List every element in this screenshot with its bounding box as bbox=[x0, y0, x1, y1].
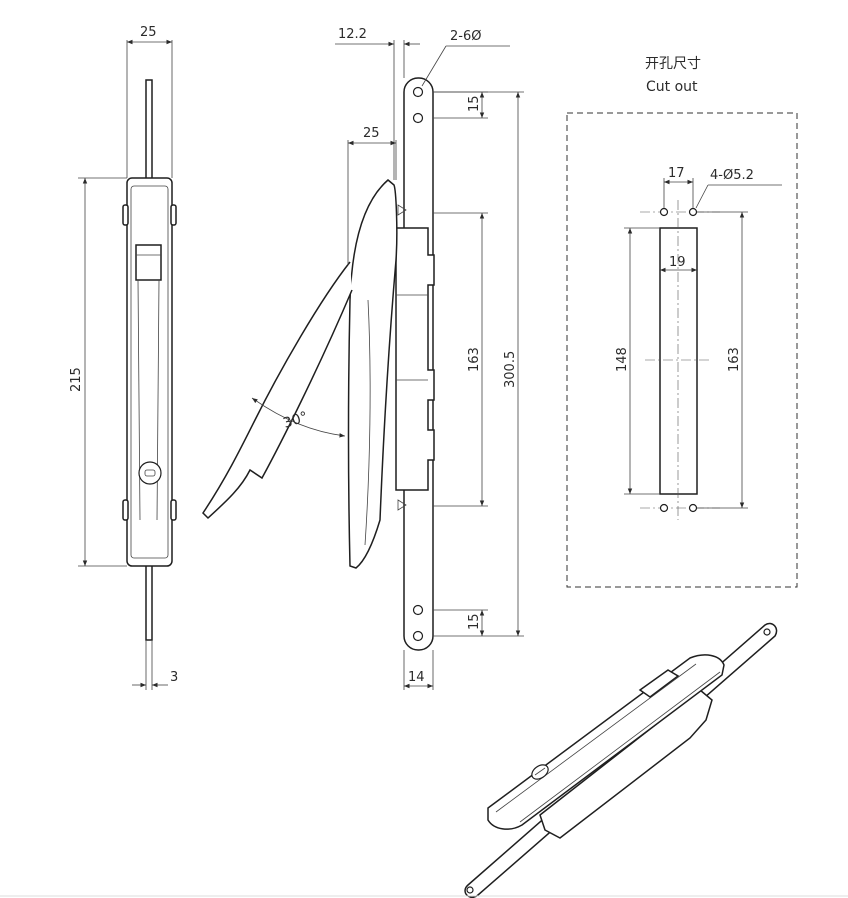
dim-side-offset: 12.2 bbox=[338, 27, 367, 42]
dim-holes-side: 2-6Ø bbox=[450, 29, 481, 44]
dim-handle-depth: 25 bbox=[363, 126, 380, 141]
dim-rod-width: 3 bbox=[170, 670, 178, 685]
cutout-view: 开孔尺寸 Cut out 17 4-Ø5.2 19 148 bbox=[566, 56, 798, 588]
dim-cut-pitch: 163 bbox=[727, 347, 742, 372]
front-window bbox=[135, 244, 162, 281]
dim-front-width: 25 bbox=[140, 25, 157, 40]
side-handle-open bbox=[202, 261, 353, 520]
dim-cut-hole-spacing: 17 bbox=[668, 166, 685, 181]
side-housing bbox=[395, 227, 435, 491]
keyhole-icon bbox=[138, 461, 162, 485]
dim-pitch-bottom: 15 bbox=[467, 613, 482, 630]
dim-pitch-top: 15 bbox=[467, 95, 482, 112]
cutout-title-en: Cut out bbox=[646, 79, 698, 95]
iso-handle bbox=[487, 654, 725, 830]
front-body bbox=[126, 177, 173, 567]
dim-total-length: 300.5 bbox=[503, 351, 518, 388]
dim-cut-slot-height: 148 bbox=[615, 347, 630, 372]
front-view: 25 215 3 bbox=[69, 25, 178, 690]
dim-plate-width: 14 bbox=[408, 670, 425, 685]
cutout-border bbox=[566, 112, 798, 588]
isometric-view bbox=[464, 622, 778, 898]
dim-angle: 30° bbox=[281, 409, 310, 432]
dim-front-height: 215 bbox=[69, 367, 84, 392]
dim-pitch-mid: 163 bbox=[467, 347, 482, 372]
side-view: 12.2 2-6Ø 25 15 163 300.5 15 14 bbox=[202, 27, 524, 690]
cutout-slot bbox=[659, 227, 698, 495]
iso-housing bbox=[539, 689, 713, 839]
dim-cut-holes: 4-Ø5.2 bbox=[710, 168, 754, 183]
side-handle-closed bbox=[347, 179, 398, 569]
dim-cut-slot-width: 19 bbox=[669, 255, 686, 270]
cutout-title-cn: 开孔尺寸 bbox=[645, 56, 701, 72]
